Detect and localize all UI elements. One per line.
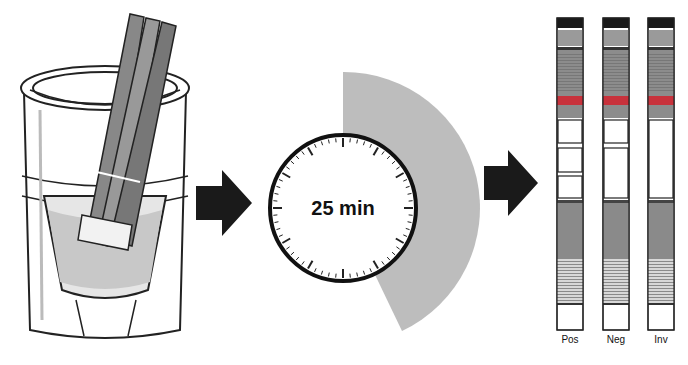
- test-strips: [78, 14, 176, 250]
- result-strips: [557, 18, 674, 330]
- timer-clock: 25 min: [267, 132, 419, 284]
- strip-label: Neg: [607, 334, 625, 345]
- step-arrow: [196, 170, 252, 236]
- strip-label: Inv: [654, 334, 667, 345]
- step-arrow: [484, 150, 538, 216]
- timer-text: 25 min: [311, 197, 374, 220]
- strip-label: Pos: [561, 334, 578, 345]
